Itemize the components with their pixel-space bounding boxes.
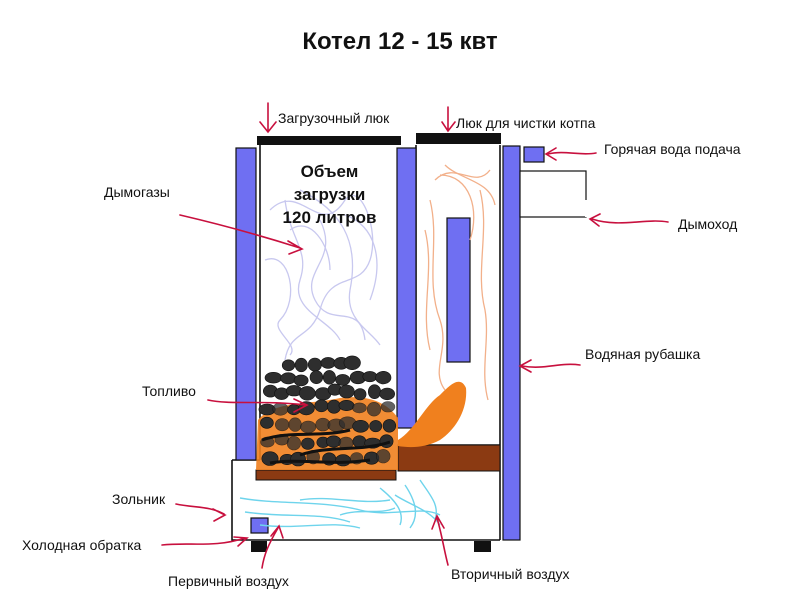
load-volume-text: Объем загрузки 120 литров [262,160,397,229]
grate-secondary [397,444,501,472]
coal-piece [286,436,302,451]
coal-piece [380,401,396,413]
coal-piece [376,449,391,464]
coal-piece [260,416,274,429]
label-hot-water: Горячая вода подача [604,141,741,157]
arrow-primary-air [261,524,284,569]
label-primary-air: Первичный воздух [168,573,289,589]
coal-piece [307,357,322,372]
water-jacket-panels [235,145,545,541]
coal-piece [326,435,342,448]
coal-piece [375,371,392,385]
coal-piece [326,399,341,414]
coal-piece [367,384,381,400]
coal-piece [275,418,290,432]
coal-piece [382,419,397,433]
coal-piece [352,435,367,448]
label-ash-pit: Зольник [112,491,166,507]
fuel-load [256,355,467,470]
arrow-ash-pit [175,503,227,522]
pointer-arrows [161,102,669,569]
label-secondary-air: Вторичный воздух [451,566,570,582]
load-hatch-lid [257,136,401,145]
label-cold-return: Холодная обратка [22,537,142,553]
coal-piece [300,420,317,434]
boiler-foot-left [251,541,267,552]
coal-streaks [261,428,391,465]
arrow-water-jacket [518,359,581,373]
label-load-hatch: Загрузочный люк [278,110,390,126]
arrow-cold-return [161,536,249,547]
arrow-flue-gases [179,214,304,255]
load-volume-line-3: 120 литров [282,208,377,227]
arrow-clean-hatch [441,106,456,133]
diagram-title: Котел 12 - 15 квт [302,28,498,55]
coal-piece [301,437,315,450]
coal-piece [294,357,308,373]
coal-piece [352,419,369,433]
smoke-lines [264,189,381,361]
label-chimney: Дымоход [678,216,738,232]
arrow-hot-water [544,147,597,161]
load-volume-line-2: загрузки [293,185,366,204]
coal-piece [264,372,283,384]
coal-piece [288,417,302,432]
boiler-foot-right [474,541,491,552]
coal-piece [338,399,355,411]
coal-piece [298,386,316,401]
grate-main [255,469,397,481]
label-fuel: Топливо [142,383,196,399]
coal-piece [369,420,383,433]
coal-piece [362,371,378,383]
coal-piece [280,372,297,385]
coal-piece [343,355,361,370]
air-flow-lines [239,479,441,529]
label-clean-hatch: Люк для чистки котпа [456,115,596,131]
coal-piece [335,374,351,386]
arrow-fuel [207,398,309,413]
arrow-chimney [588,213,669,227]
load-volume-line-1: Объем [300,162,359,181]
coal-piece [314,399,329,413]
coal-piece [293,374,309,387]
arrow-secondary-air [431,514,449,566]
coal-piece [272,402,289,416]
coal-piece [281,359,296,372]
coal-piece [366,402,382,417]
coal-piece [320,357,336,369]
arrow-load-hatch [259,102,277,134]
hot-water-outlet [523,146,545,163]
clean-hatch-lid [416,133,501,144]
coal-piece [352,402,367,414]
coal-piece [335,454,351,467]
coal-piece [338,384,355,399]
label-flue-gases: Дымогазы [104,184,170,200]
coal-piece [353,388,367,401]
label-water-jacket: Водяная рубашка [585,346,701,362]
chimney-pipe [519,170,587,218]
coal-piece [322,370,336,385]
coal-piece [379,387,396,401]
coal-piece [309,370,324,385]
hot-gas-lines [424,164,496,401]
